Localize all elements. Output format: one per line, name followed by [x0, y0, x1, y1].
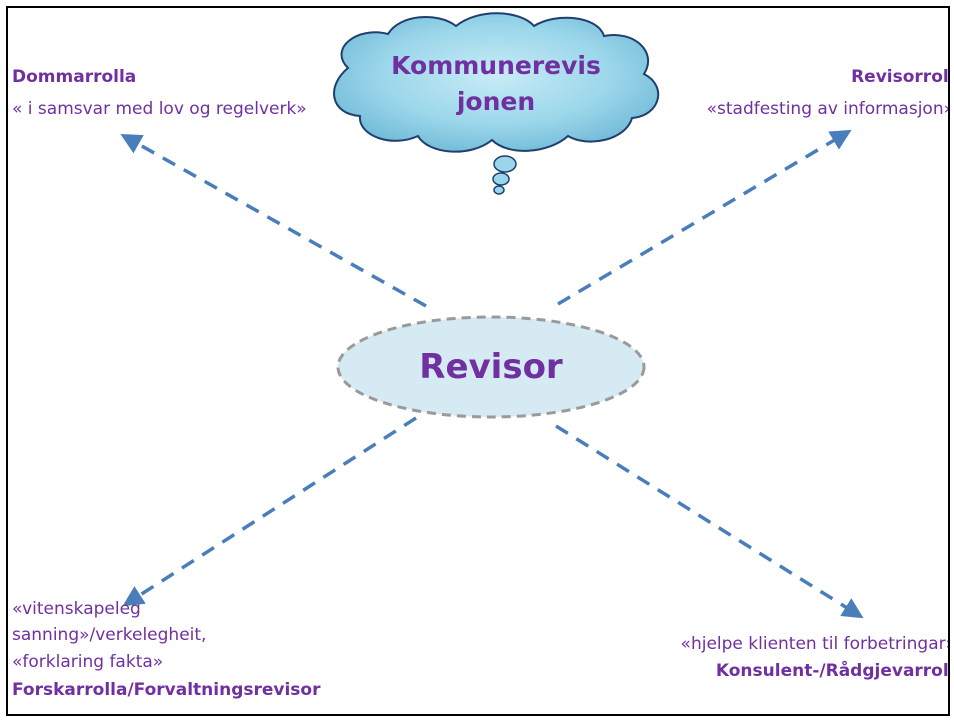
arrow-to-revisorrolla — [557, 129, 852, 306]
konsulentrolla-title: Konsulent-/Rådgjevarrolla — [715, 661, 950, 681]
dommarrolla-title: Dommarrolla — [12, 67, 137, 87]
forskarrolla-line-3: «forklaring fakta» — [12, 652, 164, 672]
cloud-label-line1: Kommunerevis — [391, 51, 601, 80]
arrow-to-dommarrolla — [120, 133, 427, 308]
forskarrolla-line-2: sanning»/verkelegheit, — [12, 625, 207, 645]
forskarrolla-line-1: «vitenskapeleg — [12, 599, 141, 619]
arrow-to-konsulentrolla — [555, 424, 864, 619]
revisorrolla-subtitle: «stadfesting av informasjon» — [706, 99, 950, 119]
slide-frame: Kommunerevis jonen Revisor Dommarrolla «… — [6, 6, 950, 716]
diagram-canvas — [120, 12, 864, 619]
arrow-to-forskarrolla — [122, 416, 417, 607]
konsulentrolla-subtitle: «hjelpe klienten til forbetringar» — [680, 634, 950, 654]
revisorrolla-title: Revisorrolla — [851, 67, 949, 87]
forskarrolla-title: Forskarrolla/Forvaltningsrevisor — [12, 680, 321, 700]
revisor-ellipse — [336, 315, 646, 419]
thought-cloud — [333, 12, 660, 195]
cloud-label-line2: jonen — [456, 87, 536, 116]
dommarrolla-subtitle: « i samsvar med lov og regelverk» — [12, 99, 307, 119]
cloud-label: Kommunerevis jonen — [378, 48, 614, 120]
revisor-label: Revisor — [419, 347, 563, 387]
